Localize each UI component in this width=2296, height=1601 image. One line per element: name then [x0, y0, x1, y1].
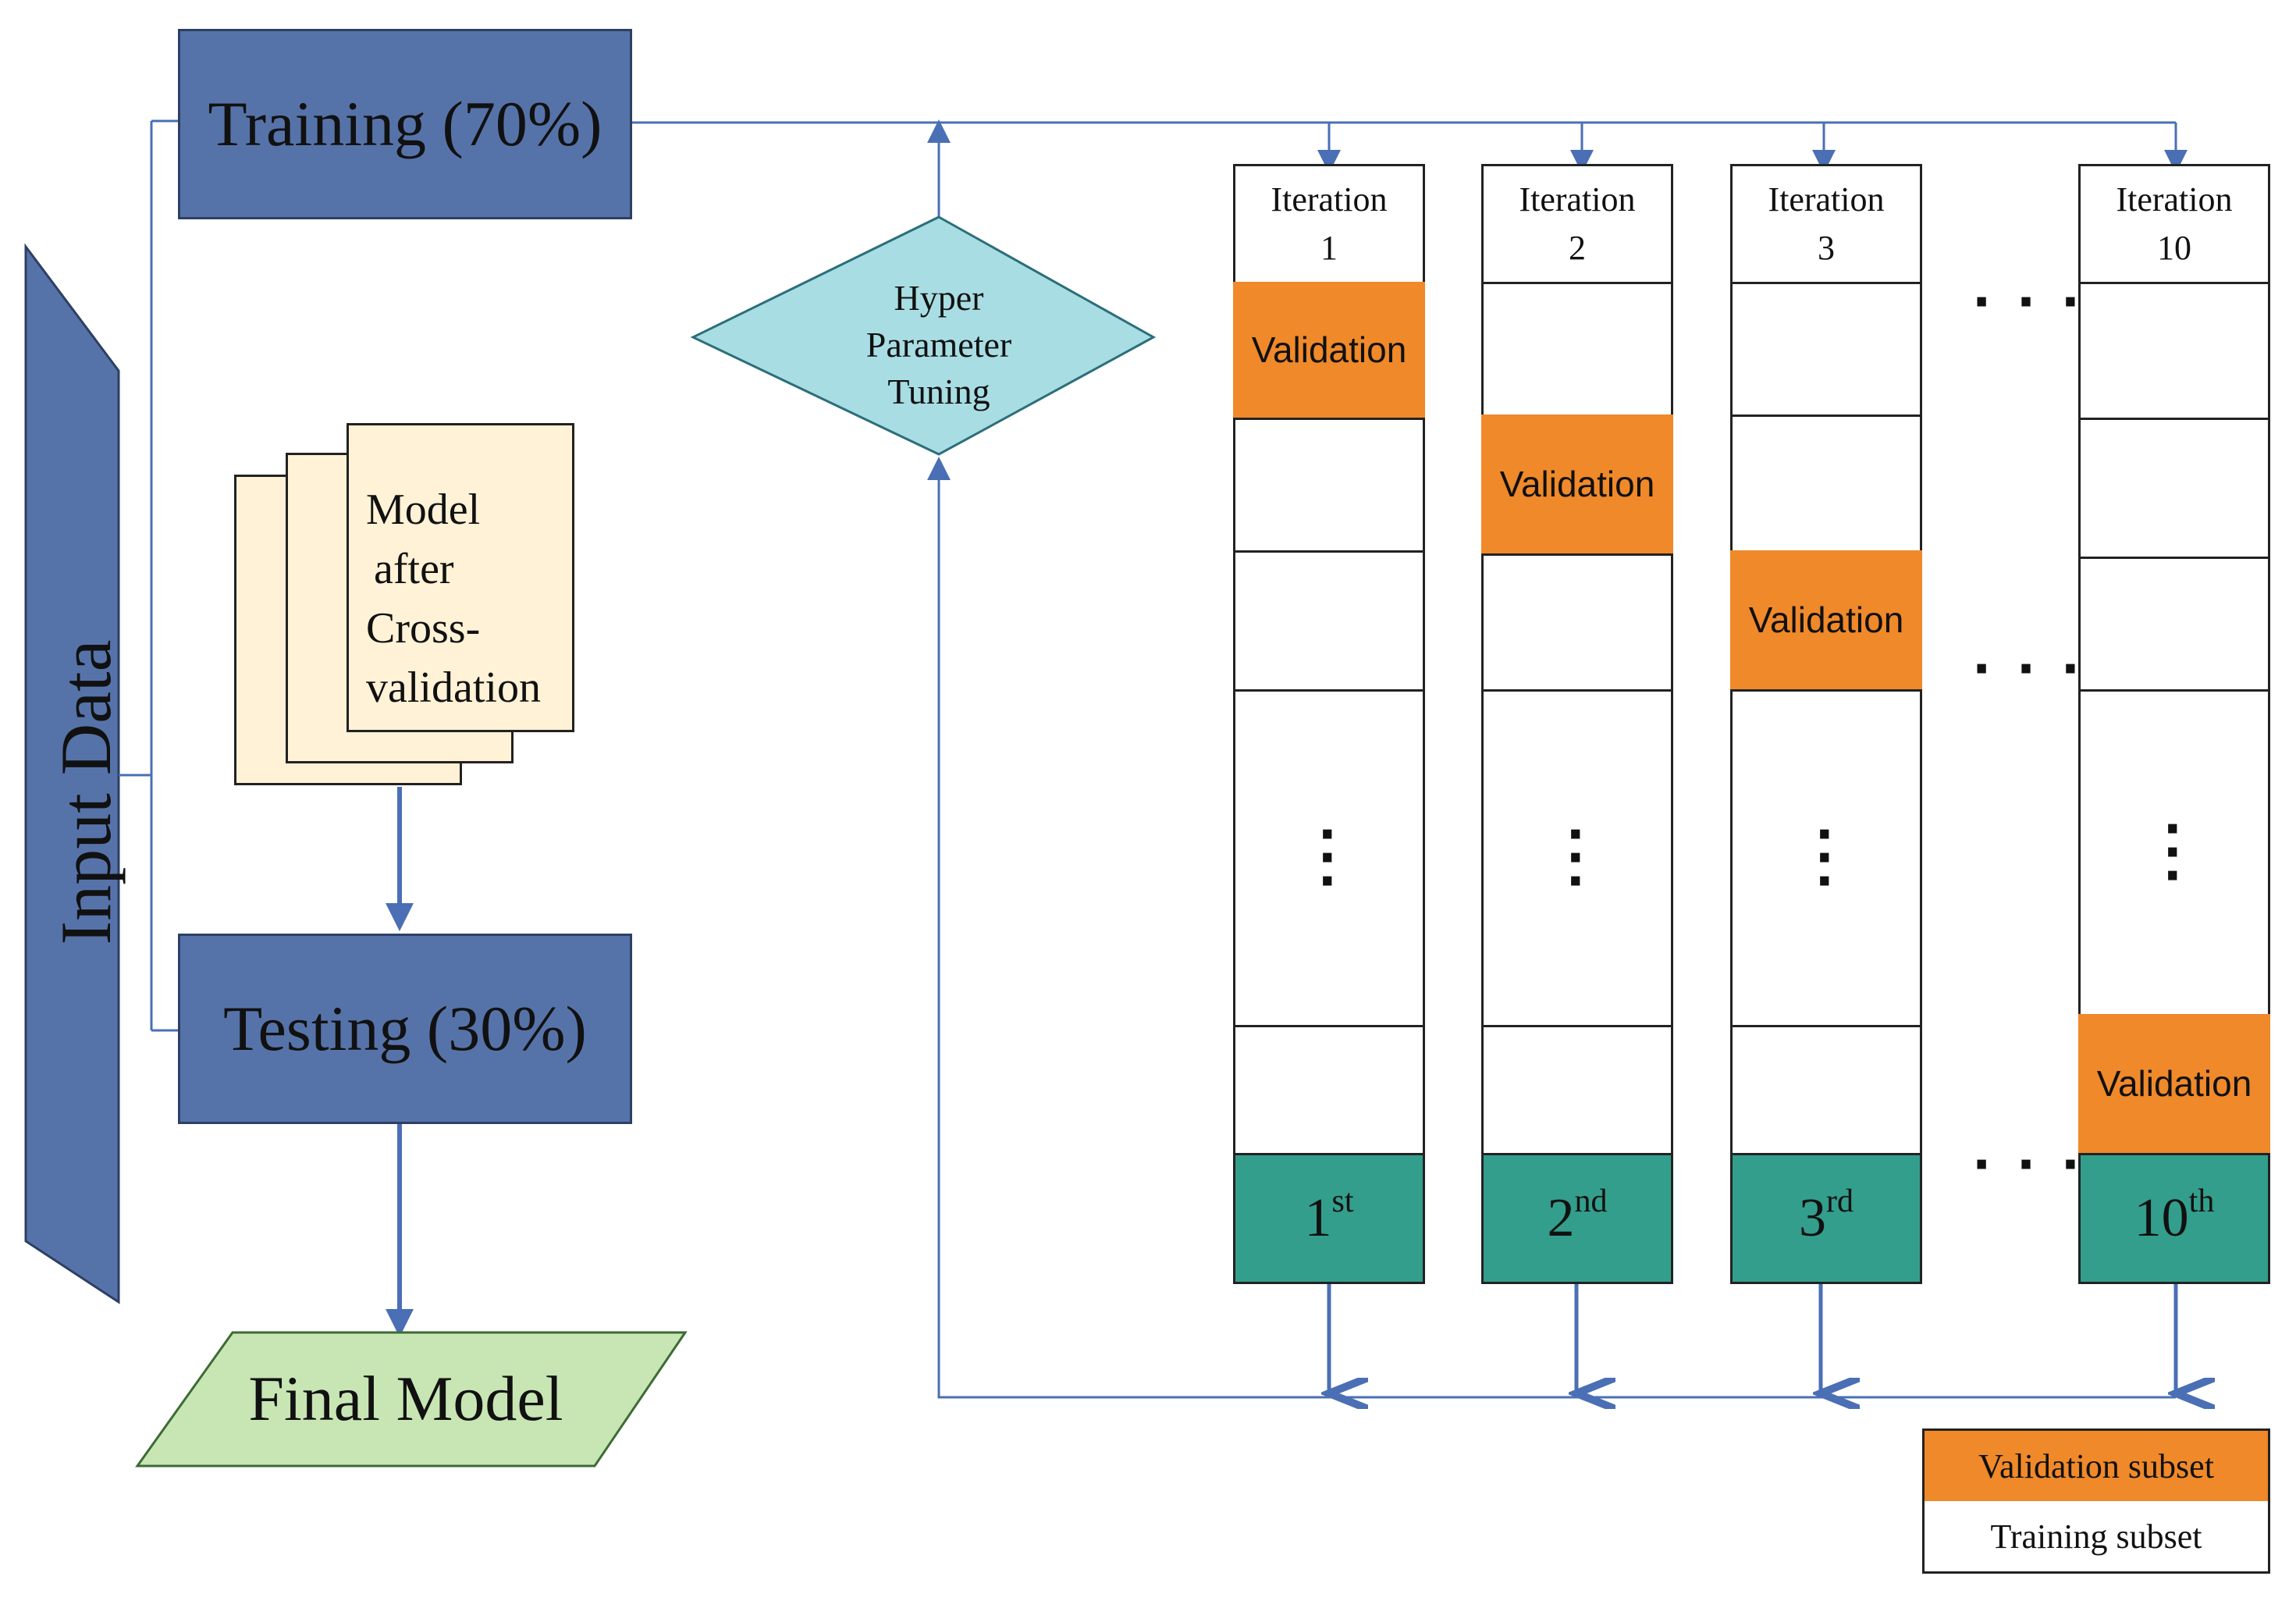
training-cell: ···	[2081, 689, 2268, 1016]
training-cell	[1484, 282, 1671, 417]
final-model-label: Final Model	[248, 1363, 563, 1434]
iteration-number: 10	[2157, 229, 2191, 267]
hyper-line-3: Tuning	[887, 372, 990, 411]
iteration-label: Iteration	[1271, 180, 1388, 219]
iteration-number: 2	[1569, 229, 1586, 267]
hyper-line-2: Parameter	[865, 325, 1012, 365]
training-cell	[1484, 1025, 1671, 1155]
vertical-ellipsis: ···	[2163, 793, 2185, 909]
training-box: Training (70%)	[178, 29, 632, 219]
iteration-header-3: Iteration 3	[1733, 166, 1920, 284]
input-data-shape	[24, 243, 120, 1304]
vertical-ellipsis: ···	[1318, 799, 1340, 915]
final-model-shape	[135, 1331, 688, 1468]
input-data-label: Input Data	[46, 639, 126, 945]
legend-training-subset: Training subset	[1925, 1501, 2268, 1571]
iteration-header-1: Iteration 1	[1235, 166, 1423, 284]
vertical-ellipsis: ···	[1815, 799, 1837, 915]
iteration-column-10: Iteration 10 ··· Validation 10 th	[2078, 164, 2270, 1284]
validation-cell: Validation	[1481, 414, 1673, 556]
training-cell	[2081, 557, 2268, 692]
training-cell: ···	[1733, 689, 1920, 1027]
model-after-cv-text: Model after Cross- validation	[366, 480, 541, 717]
model-line-1: Model	[366, 486, 481, 534]
model-line-2: after	[374, 545, 454, 593]
input-to-split-line	[119, 119, 178, 1032]
legend: Validation subset Training subset	[1922, 1428, 2270, 1574]
training-cell	[1733, 414, 1920, 553]
iteration-number: 3	[1818, 229, 1835, 267]
training-cell	[1484, 553, 1671, 692]
iteration-label: Iteration	[1768, 180, 1885, 219]
model-line-4: validation	[366, 664, 541, 712]
hyper-line-1: Hyper	[894, 278, 984, 318]
testing-label: Testing (30%)	[223, 993, 587, 1064]
model-line-3: Cross-	[366, 604, 481, 653]
model-page-front: Model after Cross- validation	[347, 423, 574, 732]
vertical-ellipsis: ···	[1566, 799, 1588, 915]
validation-cell: Validation	[1233, 282, 1425, 420]
testing-box: Testing (30%)	[178, 934, 632, 1124]
iteration-header-10: Iteration 10	[2081, 166, 2268, 284]
iteration-label: Iteration	[2116, 180, 2233, 219]
iteration-label: Iteration	[1519, 180, 1636, 219]
validation-cell: Validation	[1730, 550, 1922, 692]
training-cell	[1733, 282, 1920, 417]
training-label: Training (70%)	[208, 88, 602, 159]
hyper-parameter-label: Hyper Parameter Tuning	[814, 275, 1064, 415]
horizontal-ellipsis-top: · · ·	[1973, 266, 2086, 336]
horizontal-ellipsis-bottom: · · ·	[1973, 1129, 2086, 1198]
legend-validation-subset: Validation subset	[1925, 1431, 2268, 1503]
training-cell	[1235, 418, 1423, 553]
training-cell	[1235, 1025, 1423, 1155]
result-box-10: 10 th	[2078, 1153, 2270, 1284]
hyper-parameter-diamond	[690, 215, 1157, 456]
validation-cell: Validation	[2078, 1014, 2270, 1155]
bottom-loop-line	[927, 457, 2176, 1399]
training-cell: ···	[1235, 689, 1423, 1027]
horizontal-ellipsis-middle: · · ·	[1973, 633, 2086, 703]
training-cell	[2081, 418, 2268, 559]
iteration-header-2: Iteration 2	[1484, 166, 1671, 284]
training-cell	[1235, 550, 1423, 692]
iteration-number: 1	[1320, 229, 1338, 267]
training-cell	[1733, 1025, 1920, 1155]
training-cell	[2081, 282, 2268, 420]
training-cell: ···	[1484, 689, 1671, 1027]
